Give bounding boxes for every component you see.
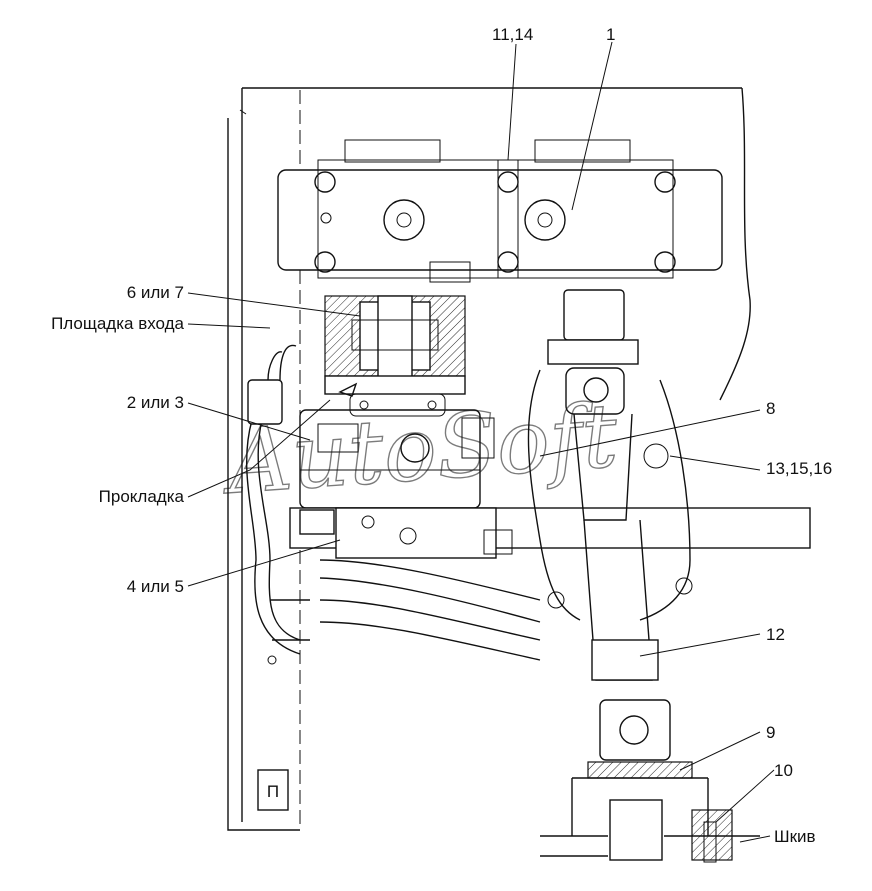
label-13-15-16: 13,15,16: [766, 459, 832, 478]
pulley-assembly: [540, 761, 760, 863]
panel-marker: П: [257, 769, 289, 811]
distributor-and-beam: [289, 507, 811, 559]
hoses: [246, 344, 541, 665]
label-pulley: Шкив: [774, 827, 816, 846]
svg-text:П: П: [267, 782, 279, 801]
label-9: 9: [766, 723, 775, 742]
label-entry-platform: Площадка входа: [51, 314, 184, 333]
label-10: 10: [774, 761, 793, 780]
label-4-or-5: 4 или 5: [127, 577, 184, 596]
label-6-or-7: 6 или 7: [127, 283, 184, 302]
cardan-shaft: [527, 289, 693, 761]
label-2-or-3: 2 или 3: [127, 393, 184, 412]
label-12: 12: [766, 625, 785, 644]
label-8: 8: [766, 399, 775, 418]
label-11-14: 11,14: [492, 25, 533, 44]
hydraulic-pump-body: [277, 139, 723, 283]
valve-block: [299, 393, 495, 509]
leader-lines: [187, 41, 775, 843]
label-gasket: Прокладка: [99, 487, 185, 506]
label-1: 1: [606, 25, 615, 44]
coupling-assembly: [324, 295, 466, 397]
